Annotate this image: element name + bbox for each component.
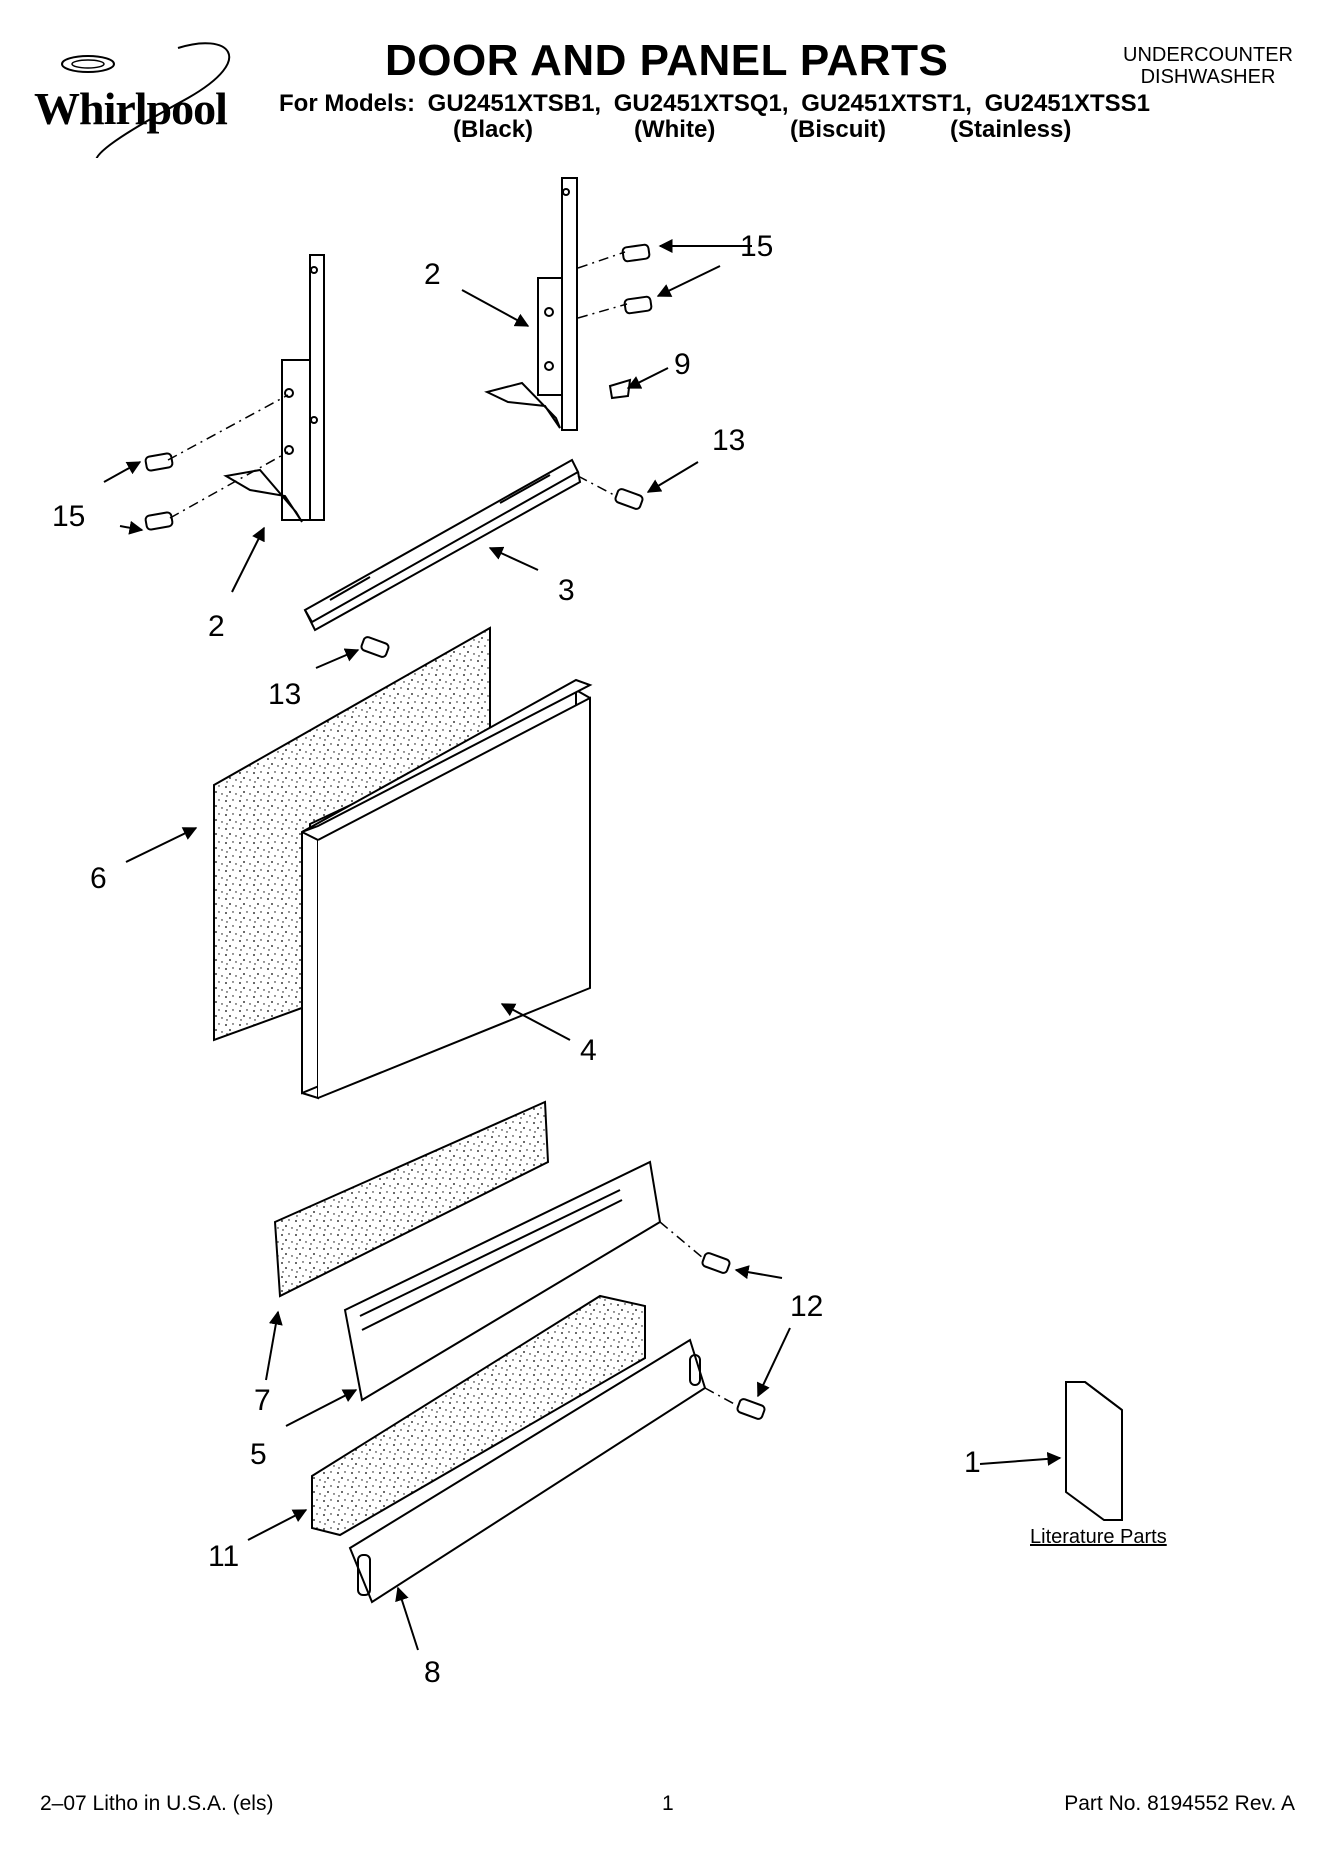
- leader-arrows: [103, 239, 1062, 1651]
- screw-icon: [144, 452, 174, 472]
- color-label-black: (Black): [453, 116, 534, 143]
- alignment-lines: [167, 251, 739, 1407]
- callout-1: 1: [964, 1446, 981, 1479]
- toe-insulation-upper: [273, 1100, 550, 1298]
- screw-icon: [736, 1398, 766, 1420]
- logo-swirl-icon: [61, 42, 231, 158]
- callout-8: 8: [424, 1656, 441, 1689]
- page-number: 1: [662, 1792, 674, 1815]
- toe-insulation-lower: [311, 1294, 646, 1537]
- callout-2: 2: [208, 610, 225, 643]
- model-number: GU2451XTSQ1,: [613, 90, 789, 117]
- screw-icon: [621, 243, 651, 263]
- model-number: GU2451XTSS1: [984, 90, 1151, 117]
- outer-door-panel: [301, 678, 593, 1100]
- appliance-type: UNDERCOUNTER DISHWASHER: [1123, 44, 1293, 88]
- screw-icon: [623, 295, 653, 315]
- logo-wordmark: Whirlpool: [34, 83, 228, 134]
- screw-icon: [701, 1252, 731, 1274]
- callout-7: 7: [254, 1384, 271, 1417]
- models-prefix: For Models:: [279, 90, 415, 117]
- callout-11: 11: [208, 1540, 240, 1573]
- color-label-biscuit: (Biscuit): [790, 116, 886, 143]
- screw-icon: [144, 511, 174, 531]
- screw-icon: [614, 488, 644, 510]
- screw-icon: [360, 636, 390, 658]
- model-number: GU2451XTST1,: [801, 90, 972, 117]
- clip-icon: [608, 378, 632, 400]
- hinge-left: [223, 254, 325, 523]
- model-number: GU2451XTSB1,: [427, 90, 602, 117]
- hinge-right: [484, 177, 578, 431]
- footer-print-info: 2–07 Litho in U.S.A. (els): [40, 1792, 274, 1815]
- callout-9: 9: [674, 348, 691, 381]
- callout-6: 6: [90, 862, 107, 895]
- callout-3: 3: [558, 574, 575, 607]
- color-label-stainless: (Stainless): [950, 116, 1072, 143]
- part-number: Part No. 8194552 Rev. A: [1064, 1792, 1295, 1815]
- callout-13: 13: [712, 424, 746, 457]
- page-title: DOOR AND PANEL PARTS: [385, 36, 949, 85]
- hinge-bracket: [303, 458, 582, 632]
- whirlpool-logo: Whirlpool: [28, 38, 268, 158]
- literature-parts-label: Literature Parts: [1030, 1526, 1167, 1548]
- model-list: For Models: GU2451XTSB1, GU2451XTSQ1, GU…: [279, 90, 1156, 118]
- callout-15: 15: [52, 500, 86, 533]
- callout-15: 15: [740, 230, 774, 263]
- callout-2: 2: [424, 258, 441, 291]
- callout-13: 13: [268, 678, 302, 711]
- color-label-white: (White): [634, 116, 716, 143]
- callout-12: 12: [790, 1290, 824, 1323]
- callout-5: 5: [250, 1438, 267, 1471]
- callout-4: 4: [580, 1034, 597, 1067]
